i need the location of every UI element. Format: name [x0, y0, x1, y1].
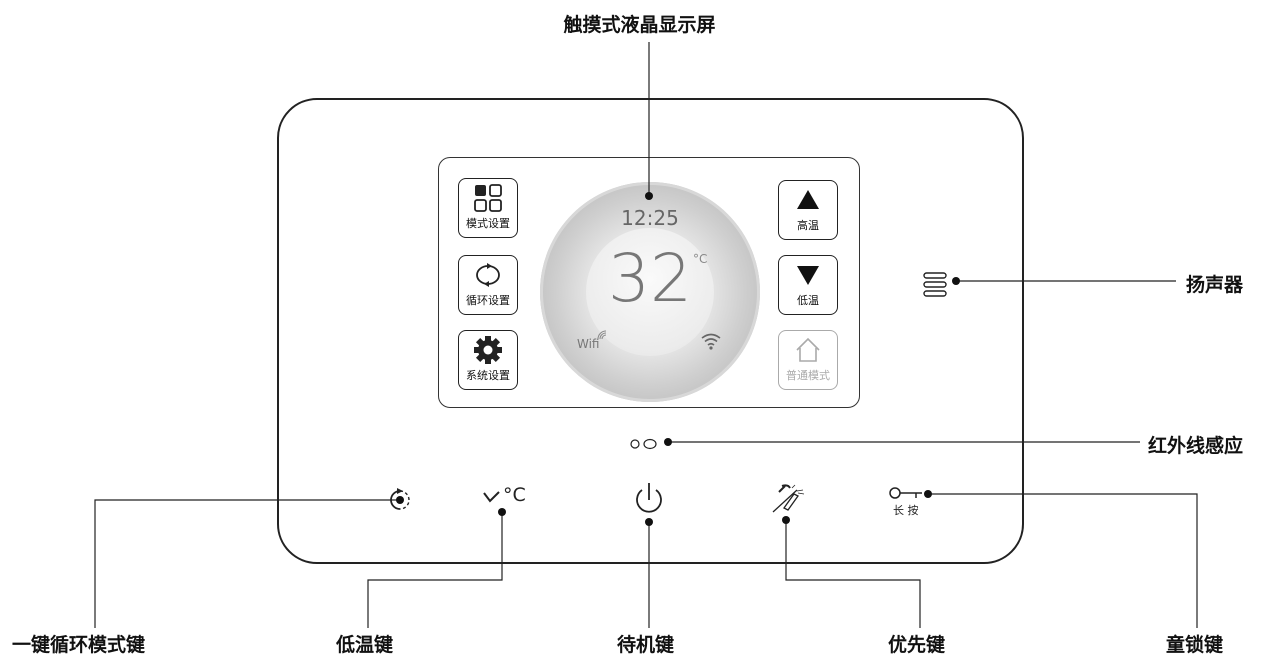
controller-body [277, 98, 1024, 564]
temperature-unit: °C [693, 252, 708, 266]
gear-icon [459, 331, 517, 365]
callout-child-lock: 童锁键 [1166, 634, 1224, 656]
callout-one-key-cycle: 一键循环模式键 [12, 634, 146, 656]
cycle-settings-label: 循环设置 [466, 294, 510, 307]
power-icon[interactable] [632, 480, 666, 520]
child-lock-hint: 长 按 [893, 504, 919, 517]
high-temp-label: 高温 [797, 219, 819, 232]
home-icon [779, 331, 837, 365]
normal-mode-label: 普通模式 [786, 369, 830, 382]
triangle-down-icon [779, 256, 837, 290]
speaker-grille-icon [923, 272, 947, 297]
system-settings-key[interactable]: 系统设置 [458, 330, 518, 390]
temperature-display: 32 [608, 240, 692, 317]
cycle-settings-key[interactable]: 循环设置 [458, 255, 518, 315]
wifi-icon [701, 333, 721, 350]
callout-ir-sensor: 红外线感应 [1148, 435, 1244, 457]
mode-settings-key[interactable]: 模式设置 [458, 178, 518, 238]
clock-display: 12:25 [621, 206, 679, 230]
callout-speaker: 扬声器 [1186, 274, 1244, 296]
callout-priority: 优先键 [888, 634, 946, 656]
priority-shower-icon[interactable] [770, 482, 810, 518]
callout-standby: 待机键 [617, 634, 675, 656]
triangle-up-icon [779, 181, 837, 215]
mode-grid-icon [459, 179, 517, 213]
normal-mode-key[interactable]: 普通模式 [778, 330, 838, 390]
callout-touch-lcd: 触摸式液晶显示屏 [563, 14, 716, 36]
system-settings-label: 系统设置 [466, 369, 510, 382]
high-temp-key[interactable]: 高温 [778, 180, 838, 240]
cycle-icon [459, 256, 517, 290]
wifi-label: Wifi [577, 337, 600, 351]
temperature-dial-center [586, 228, 714, 356]
key-lock-icon[interactable] [888, 486, 924, 502]
callout-low-temp: 低温键 [336, 634, 394, 656]
low-temp-label: 低温 [797, 294, 819, 307]
low-temp-key[interactable]: 低温 [778, 255, 838, 315]
low-temp-check-icon[interactable] [482, 490, 502, 504]
low-temp-key-symbol: °C [503, 484, 526, 506]
ir-sensor-icon [630, 438, 657, 450]
wifi-small-signal-icon [597, 330, 607, 340]
mode-settings-label: 模式设置 [466, 217, 510, 230]
